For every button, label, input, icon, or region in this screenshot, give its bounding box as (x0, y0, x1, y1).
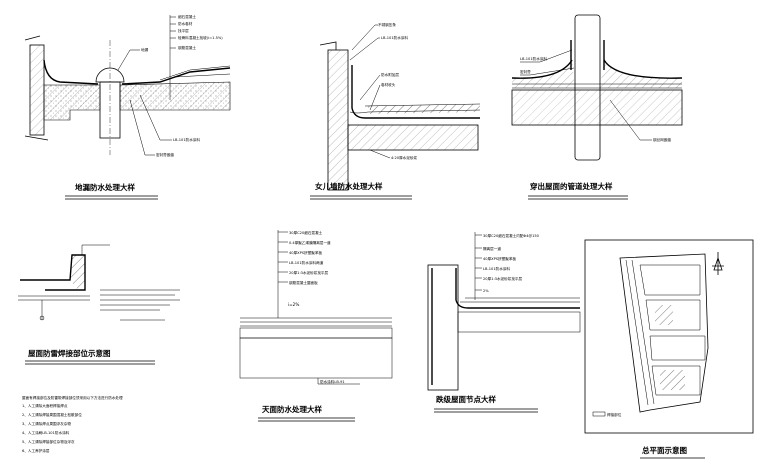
floor-drain-title: 地漏防水处理大样 (75, 182, 135, 192)
roof-bottom-label: 防水涂料LB-91 (320, 379, 345, 384)
drain-label-3: 找平层 (178, 28, 189, 33)
drain-label-7: LB-101防水涂料 (173, 137, 200, 142)
pipe-detail: LB-101防水涂料 密封膏 钢丝网嵌缝 穿出屋面的管道处理大样 (511, 14, 683, 200)
step-label-3: 40厚XPS挤塑聚苯板 (483, 256, 516, 261)
roof-label-1: 30厚C20细石混凝土 (289, 230, 323, 235)
drain-label-8: 密封膏嵌缝 (156, 152, 174, 157)
roof-detail: 30厚C20细石混凝土 0.4厚聚乙烯膜隔离层一道 40厚XPS挤塑聚苯板 LB… (239, 230, 393, 422)
pipe-title: 穿出屋面的管道处理大样 (530, 181, 613, 191)
drain-label-2: 防水卷材 (178, 21, 193, 26)
lightning-notes-heading: 屋面有焊接部位及防雷带焊接部位须采用以下方法进行防水处理 (22, 395, 123, 400)
lightning-note-1: 1、人工清除大面积焊接焊点 (22, 403, 68, 408)
pipe-label-1: LB-101防水涂料 (520, 56, 547, 61)
drain-label-1: 细石混凝土 (178, 14, 196, 19)
roof-title: 天面防水处理大样 (262, 404, 322, 414)
lightning-note-6: 6、人工养护涂层 (22, 448, 50, 453)
drain-label-4: 轻骨料混凝土找坡(i=1.5%) (178, 35, 223, 40)
pipe-label-3: 钢丝网嵌缝 (653, 137, 671, 142)
lightning-title: 屋面防雷焊接部位示意图 (28, 348, 111, 358)
parapet-title: 女儿墙防水处理大样 (315, 181, 383, 191)
roof-label-6: 钢筋混凝土屋面板 (289, 280, 318, 285)
site-plan: 焊接部位 总平面示意图 (584, 239, 754, 459)
roof-label-3: 40厚XPS挤塑聚苯板 (289, 250, 322, 255)
step-label-2: 隔离层一道 (483, 246, 501, 251)
lightning-note-5: 5、人工清除焊接部位杂物及浮灰 (22, 439, 75, 444)
drain-label-5: 钢筋混凝土 (178, 45, 196, 50)
roof-slope: i=2% (288, 302, 299, 307)
pipe-label-2: 密封膏 (520, 69, 531, 74)
roof-label-4: LB-101防水涂料两道 (289, 260, 324, 265)
lightning-note-3: 3、人工清除焊点周围浮灰杂物 (22, 421, 71, 426)
parapet-label-4: 卷材收头 (381, 82, 396, 87)
step-roof-title: 跌级屋面节点大样 (436, 394, 496, 404)
floor-drain-detail: 细石混凝土 防水卷材 找平层 轻骨料混凝土找坡(i=1.5%) 钢筋混凝土 地漏… (24, 14, 231, 200)
parapet-detail: 不锈钢压条 LB-101防水涂料 防水附加层 卷材收头 4:20厚水泥砂浆 女儿… (310, 22, 481, 200)
step-roof-detail: 30厚C20细石混凝土内配Φ4@150 隔离层一道 40厚XPS挤塑聚苯板 LB… (427, 232, 581, 413)
parapet-label-2: LB-101防水涂料 (381, 35, 408, 40)
parapet-label-1: 不锈钢压条 (378, 22, 396, 27)
step-label-4: LB-101防水涂料 (483, 266, 510, 271)
step-label-6: 2% (483, 289, 489, 293)
step-label-5: 20厚1:3水泥砂浆找平层 (483, 276, 523, 281)
lightning-note-4: 4、人工涂刷LB-101防水涂料 (22, 430, 70, 435)
lightning-note-2: 2、人工清除焊接周围混凝土松散部位 (22, 412, 82, 417)
step-label-1: 30厚C20细石混凝土内配Φ4@150 (483, 233, 540, 238)
roof-label-5: 20厚1:3水泥砂浆找平层 (289, 270, 329, 275)
roof-label-2: 0.4厚聚乙烯膜隔离层一道 (289, 240, 331, 245)
drain-label-6: 地漏 (141, 47, 149, 52)
site-plan-title: 总平面示意图 (642, 445, 687, 455)
lightning-detail: 屋面防雷焊接部位示意图 屋面有焊接部位及防雷带焊接部位须采用以下方法进行防水处理… (18, 244, 180, 453)
parapet-label-5: 4:20厚水泥砂浆 (391, 155, 417, 160)
parapet-label-3: 防水附加层 (381, 72, 399, 77)
site-plan-legend: 焊接部位 (607, 412, 622, 417)
